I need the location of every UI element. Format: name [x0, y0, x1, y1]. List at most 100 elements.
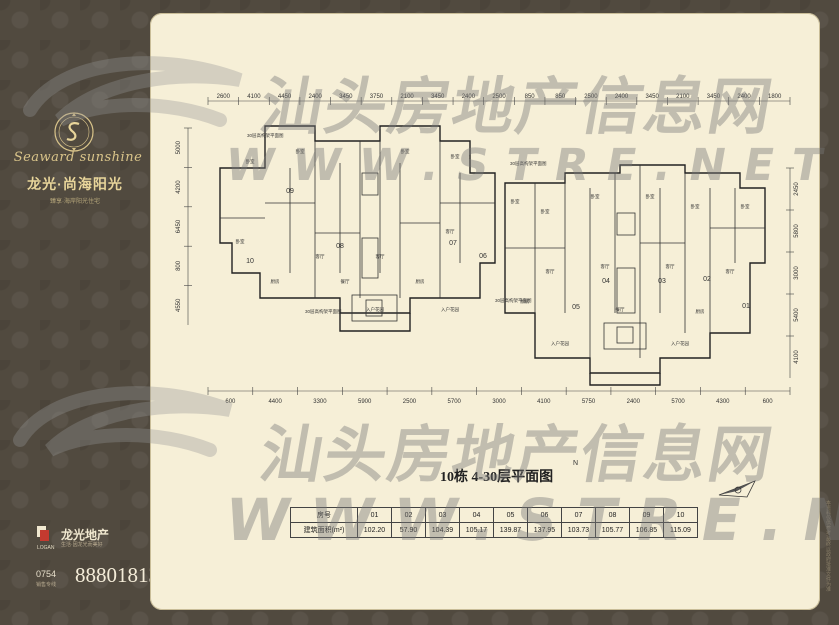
- room-label: 厨房: [416, 278, 425, 285]
- room-label: 卧室: [296, 148, 305, 155]
- dimension-label: 3450: [431, 94, 445, 100]
- table-area-label: 建筑面积(m²): [290, 522, 358, 538]
- brand-subtitle: 臻享·海岸阳光住宅: [50, 199, 100, 205]
- north-compass-icon: [718, 480, 756, 498]
- dimension-label: 2400: [462, 94, 476, 100]
- table-column-header: 02: [391, 507, 426, 523]
- floor-plan-title: 10栋 4-30层平面图: [440, 470, 554, 485]
- dimension-label: 5700: [448, 399, 462, 405]
- dimension-label: 2100: [400, 94, 414, 100]
- phone-area-code: 0754: [36, 569, 57, 579]
- room-label: 入户花园: [671, 340, 689, 347]
- room-label: 客厅: [376, 253, 385, 260]
- dimension-label: 4100: [537, 399, 551, 405]
- table-area-cell: 106.85: [629, 522, 664, 538]
- dimension-label: 3450: [339, 94, 353, 100]
- table-column-header: 10: [663, 507, 698, 523]
- table-area-cell: 57.90: [391, 522, 426, 538]
- table-header-label: 房号: [290, 507, 358, 523]
- dimension-label: 850: [555, 94, 566, 100]
- copyright-note: 本资料仅供参考,最终以政府批准文件为准: [825, 500, 831, 592]
- dimension-label: 2600: [217, 94, 231, 100]
- dimension-label: 6450: [176, 219, 182, 233]
- unit-number: 03: [658, 278, 666, 285]
- room-label: 入户花园: [441, 306, 459, 313]
- interior-walls-right: [505, 165, 765, 358]
- interior-walls-left: [220, 141, 495, 322]
- dimension-label: 2400: [615, 94, 629, 100]
- table-column-header: 07: [561, 507, 596, 523]
- table-area-cell: 115.09: [663, 522, 698, 538]
- phone-number: 88801813: [75, 563, 159, 587]
- phone-label: 销售专线: [36, 582, 57, 588]
- developer-slogan: 生活·因龙光而美好: [61, 542, 103, 548]
- room-labels: 卧室卧室卧室卧室卧室客厅客厅客厅卧室卧室卧室卧室卧室卧室客厅客厅客厅客厅厨房餐厅…: [236, 148, 750, 347]
- room-label: 厨房: [696, 308, 705, 315]
- dimension-label: 4300: [716, 399, 730, 405]
- brand-script-name: Seaward sunshine: [13, 150, 143, 165]
- unit-number: 10: [246, 258, 254, 265]
- roof-note: 30层高构架平面图: [510, 160, 547, 167]
- brand-chinese-name: 龙光·尚海阳光: [27, 176, 123, 192]
- room-label: 客厅: [601, 263, 610, 270]
- sidebar: Seaward sunshine 龙光·尚海阳光 臻享·海岸阳光住宅 龙光地产 …: [0, 0, 159, 625]
- dimension-label: 5400: [794, 308, 800, 322]
- room-label: 卧室: [591, 193, 600, 200]
- table-area-cell: 102.20: [357, 522, 392, 538]
- table-column-header: 03: [425, 507, 460, 523]
- unit-number: 04: [602, 278, 610, 285]
- room-label: 卧室: [646, 193, 655, 200]
- table-column-header: 01: [357, 507, 392, 523]
- roof-note: 30层高构架平面图: [495, 297, 532, 304]
- room-label: 入户花园: [551, 340, 569, 347]
- room-label: 厨房: [271, 278, 280, 285]
- developer-english-name: LOGAN: [37, 545, 55, 551]
- dimension-label: 850: [525, 94, 536, 100]
- room-label: 卧室: [741, 203, 750, 210]
- developer-logo-icon: [37, 526, 49, 541]
- dimension-label: 5900: [358, 399, 372, 405]
- dimension-label: 800: [176, 260, 182, 271]
- table-column-header: 04: [459, 507, 494, 523]
- building-outline-right: [504, 164, 766, 386]
- room-label: 餐厅: [616, 306, 625, 313]
- dimension-label: 3300: [313, 399, 327, 405]
- unit-number: 01: [742, 303, 750, 310]
- room-label: 客厅: [446, 228, 455, 235]
- unit-number: 09: [286, 188, 294, 195]
- room-label: 卧室: [691, 203, 700, 210]
- dimension-label: 4200: [176, 180, 182, 194]
- table-column-header: 09: [629, 507, 664, 523]
- table-area-cell: 105.17: [459, 522, 494, 538]
- dimension-label: 2500: [584, 94, 598, 100]
- room-label: 餐厅: [341, 278, 350, 285]
- compass-north-label: N: [573, 460, 579, 467]
- unit-number: 07: [449, 240, 457, 247]
- table-column-header: 08: [595, 507, 630, 523]
- table-area-cell: 103.73: [561, 522, 596, 538]
- room-label: 卧室: [401, 148, 410, 155]
- brand-emblem-icon: [54, 112, 94, 152]
- room-label: 客厅: [666, 263, 675, 270]
- unit-number: 08: [336, 243, 344, 250]
- roof-note: 30层高构架平面图: [305, 308, 342, 315]
- table-area-cell: 104.39: [425, 522, 460, 538]
- dimension-label: 1800: [768, 94, 782, 100]
- dimension-label: 3000: [492, 399, 506, 405]
- dimension-label: 2400: [309, 94, 323, 100]
- dimension-label: 600: [763, 399, 774, 405]
- dimension-label: 5750: [582, 399, 596, 405]
- room-label: 卧室: [236, 238, 245, 245]
- dimension-label: 5800: [794, 224, 800, 238]
- room-label: 卧室: [451, 153, 460, 160]
- room-label: 厨房: [521, 298, 530, 305]
